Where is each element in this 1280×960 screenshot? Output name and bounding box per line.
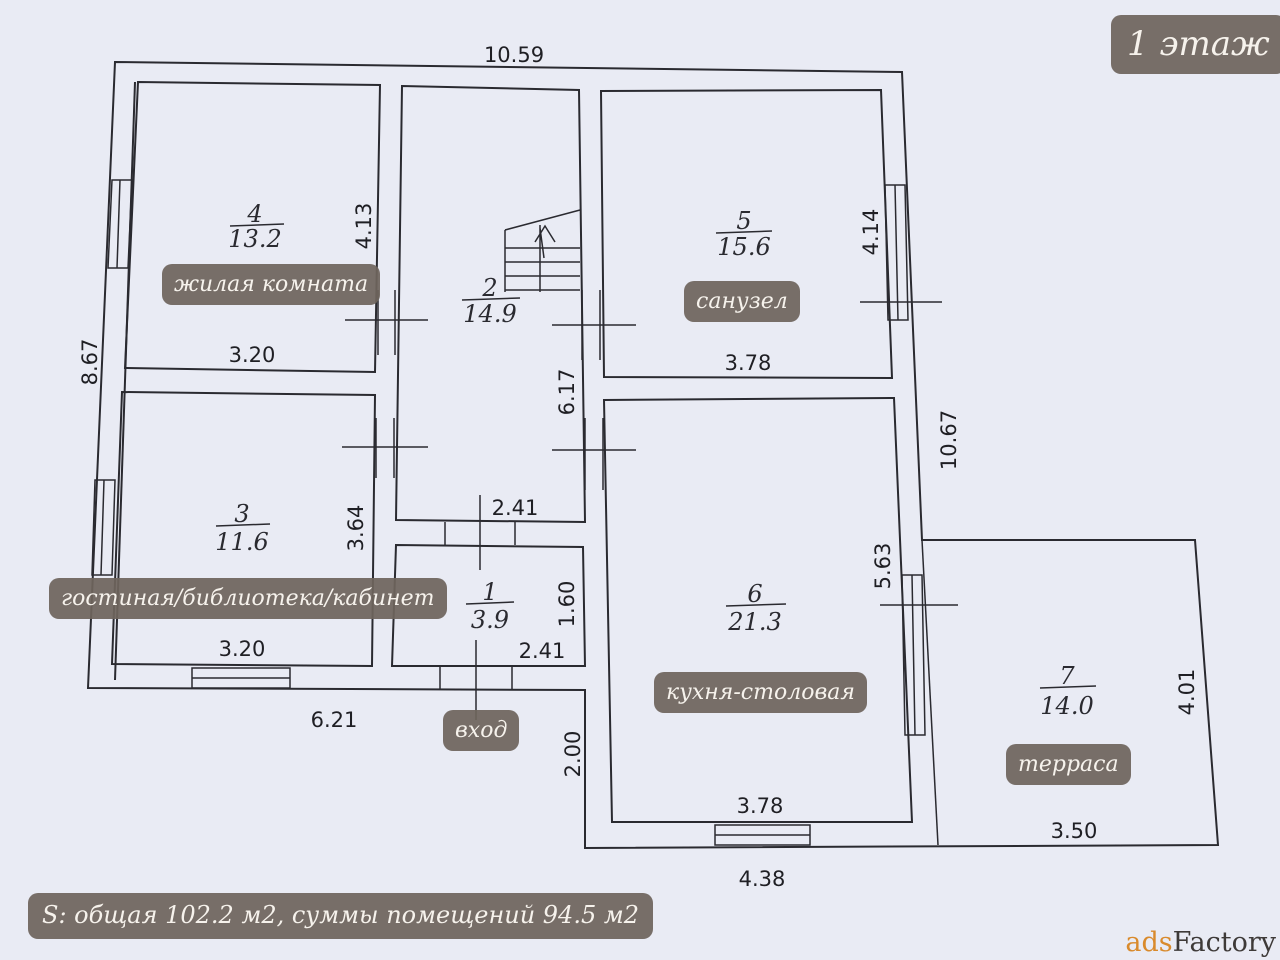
room-4-outline: [123, 80, 382, 374]
svg-text:11.6: 11.6: [215, 528, 268, 556]
svg-text:14.0: 14.0: [1040, 692, 1093, 720]
dim-top-overall: 10.59: [484, 43, 544, 67]
room-label-living: жилая комната: [162, 264, 381, 306]
watermark-logo: adsFactory: [1125, 927, 1276, 958]
room-2-tag: 2 14.9: [461, 274, 521, 328]
dim-room7-width: 3.50: [1051, 819, 1098, 843]
svg-text:5: 5: [736, 207, 751, 235]
dim-room2-width: 2.41: [492, 496, 539, 520]
dim-room4-height: 4.13: [352, 203, 376, 250]
room-2-outline: [394, 84, 587, 524]
staircase: [504, 209, 581, 292]
svg-text:14.9: 14.9: [463, 300, 516, 328]
dim-bottom-middle: 4.38: [739, 867, 786, 891]
dim-room6-width: 3.78: [737, 794, 784, 818]
terrace-wall: [921, 539, 939, 846]
dim-room3-height: 3.64: [344, 505, 368, 552]
room-1-tag: 1 3.9: [465, 578, 515, 634]
dim-left-overall: 8.67: [78, 339, 102, 386]
svg-text:7: 7: [1059, 662, 1075, 690]
dim-room2-height: 6.17: [555, 369, 579, 416]
floor-title: 1 этаж: [1111, 15, 1280, 75]
area-summary: S: общая 102.2 м2, суммы помещений 94.5 …: [28, 893, 654, 939]
room-7-tag: 7 14.0: [1039, 662, 1097, 720]
dim-room1-width: 2.41: [519, 639, 566, 663]
room-label-kitchen: кухня-столовая: [654, 672, 867, 714]
svg-text:4: 4: [246, 200, 262, 228]
windows: [91, 179, 926, 846]
dim-room7-height: 4.01: [1175, 669, 1199, 716]
room-3-tag: 3 11.6: [215, 500, 271, 556]
dim-room5-width: 3.78: [725, 351, 772, 375]
dim-room4-width: 3.20: [229, 343, 276, 367]
svg-text:2: 2: [481, 274, 497, 302]
room-6-outline: [602, 396, 914, 823]
dim-room1-height: 1.60: [555, 581, 579, 628]
svg-text:13.2: 13.2: [228, 225, 281, 253]
dim-right-overall: 10.67: [937, 410, 961, 470]
room-6-tag: 6 21.3: [725, 580, 787, 636]
room-1-outline: [390, 543, 587, 667]
svg-text:1: 1: [482, 578, 497, 606]
room-5-tag: 5 15.6: [715, 207, 773, 261]
dim-room5-height: 4.14: [859, 209, 883, 256]
dim-step: 2.00: [561, 731, 585, 778]
svg-text:3: 3: [234, 500, 249, 528]
room-label-lounge: гостиная/библиотека/кабинет: [49, 578, 447, 620]
svg-text:3.9: 3.9: [471, 606, 509, 634]
room-4-tag: 4 13.2: [228, 200, 285, 253]
dim-bottom-left: 6.21: [311, 708, 358, 732]
room-label-terrace: терраса: [1006, 744, 1131, 786]
dim-room6-height: 5.63: [871, 543, 895, 590]
doors: [342, 290, 958, 720]
room-3-outline: [110, 390, 377, 668]
dim-room3-width: 3.20: [219, 637, 266, 661]
dimension-labels: 10.59 8.67 10.67 3.20 4.13 3.78 4.14 6.1…: [78, 43, 1199, 891]
svg-text:15.6: 15.6: [717, 233, 770, 261]
svg-text:21.3: 21.3: [727, 608, 781, 636]
svg-text:6: 6: [747, 580, 762, 608]
room-5-outline: [599, 88, 894, 380]
room-label-entrance: вход: [443, 710, 520, 752]
outer-wall: [86, 60, 1220, 850]
room-label-bathroom: санузел: [684, 281, 800, 323]
